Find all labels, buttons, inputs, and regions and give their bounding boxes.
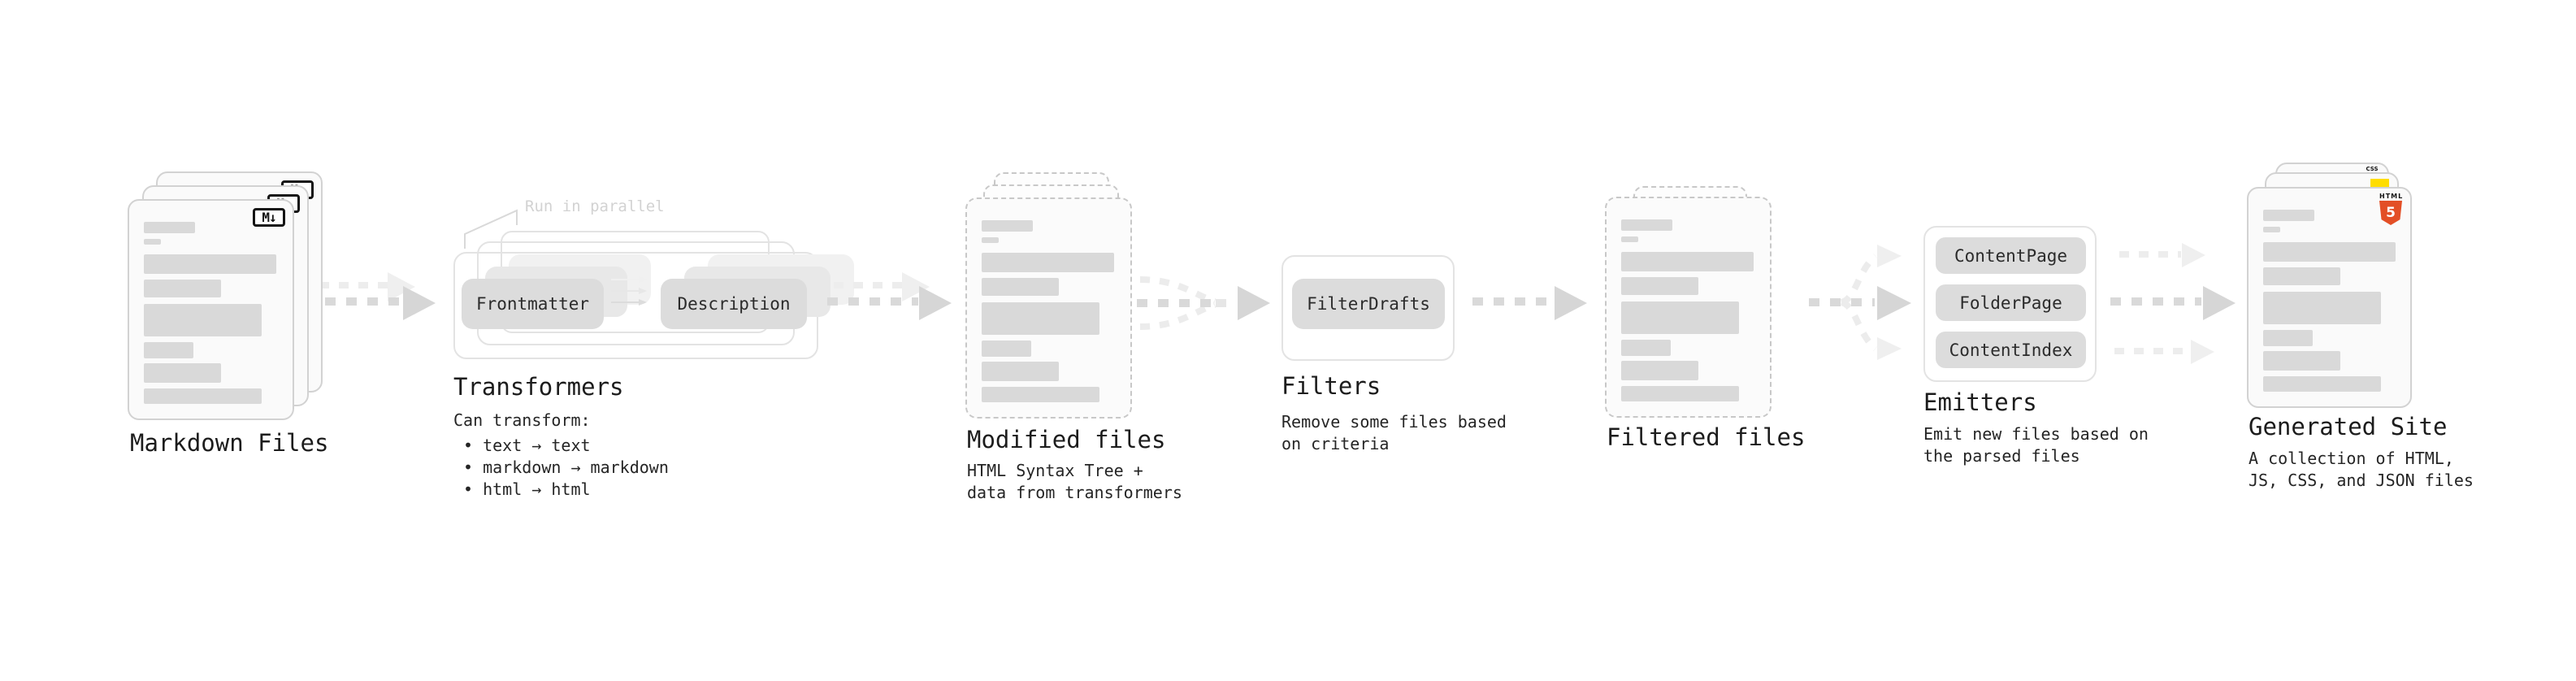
parallel-note-leader-line [464, 209, 518, 249]
doc-line-bar [1621, 277, 1698, 295]
arrowhead-icon [919, 286, 952, 320]
arrowhead-icon [403, 286, 436, 320]
filtered-doc-card [1605, 197, 1772, 418]
doc-line-bar [982, 362, 1059, 381]
dashed-arrow-line-echo [2119, 251, 2181, 258]
arrowhead-icon-echo [2191, 340, 2214, 364]
doc-line-bar [982, 220, 1033, 232]
doc-line-bar [144, 239, 161, 245]
dashed-arrow-line [1472, 297, 1554, 306]
css-badge-text: CSS [2366, 166, 2379, 172]
doc-line-bar [144, 254, 276, 274]
doc-line-bar [982, 253, 1114, 272]
generated-site-note-line: A collection of HTML, [2249, 449, 2454, 468]
generated-site-note: A collection of HTML, JS, CSS, and JSON … [2249, 448, 2474, 492]
doc-line-bar [1621, 301, 1739, 334]
doc-line-bar [2263, 227, 2280, 232]
doc-line-bar [982, 387, 1099, 402]
doc-line-bar [2263, 292, 2381, 324]
doc-line-bar [1621, 252, 1754, 271]
doc-line-bar [2263, 267, 2340, 285]
doc-line-bar [144, 222, 195, 233]
emitter-pill-contentpage: ContentPage [1936, 237, 2086, 274]
filters-note: Remove some files based on criteria [1281, 411, 1507, 455]
emitters-note: Emit new files based on the parsed files [1923, 423, 2149, 467]
modified-files-note-line: HTML Syntax Tree + [967, 461, 1143, 480]
doc-line-bar [2263, 210, 2314, 221]
doc-placeholder-lines [129, 201, 293, 404]
doc-line-bar [1621, 361, 1698, 380]
modified-files-note-line: data from transformers [967, 483, 1182, 502]
transformers-note-bullet: • html → html [463, 479, 591, 499]
run-in-parallel-note: Run in parallel [525, 197, 665, 215]
emitter-pill-contentindex: ContentIndex [1936, 332, 2086, 368]
html5-icon-label: HTML [2379, 193, 2404, 200]
doc-line-bar [982, 340, 1031, 357]
stage-title-filtered-files: Filtered files [1607, 423, 1806, 451]
doc-line-bar [2263, 351, 2340, 371]
stage-title-generated-site: Generated Site [2249, 413, 2448, 440]
transformers-note: Can transform: • text → text • markdown … [453, 410, 669, 501]
doc-line-bar [144, 363, 221, 383]
doc-line-bar [1621, 219, 1672, 231]
doc-line-bar [2263, 376, 2381, 392]
js-badge-icon [2370, 179, 2389, 189]
stage-title-transformers: Transformers [453, 373, 624, 401]
transformer-pill-frontmatter: Frontmatter [462, 279, 604, 329]
doc-line-bar [982, 278, 1059, 296]
transformers-note-bullet: • markdown → markdown [463, 458, 669, 477]
filters-note-line: Remove some files based [1281, 412, 1507, 432]
stage-title-markdown-files: Markdown Files [130, 429, 329, 457]
doc-line-bar [2263, 330, 2313, 346]
dashed-arrow-line-echo [834, 282, 902, 288]
arrowhead-icon [2203, 286, 2236, 320]
doc-line-bar [1621, 386, 1739, 401]
markdown-badge-icon: M↓ [253, 208, 285, 227]
transformers-note-heading: Can transform: [453, 410, 591, 430]
dashed-arrow-line [827, 297, 918, 306]
transformers-note-bullet: • text → text [463, 436, 591, 455]
doc-line-bar [982, 302, 1099, 335]
doc-placeholder-lines [2249, 189, 2410, 392]
html5-icon: HTML 5 [2379, 193, 2402, 225]
modified-doc-card [965, 197, 1132, 419]
stage-title-emitters: Emitters [1923, 388, 2037, 416]
dashed-arrow-line-echo [2114, 348, 2189, 354]
emitters-note-line: the parsed files [1923, 446, 2080, 466]
arrowhead-icon [1555, 286, 1587, 320]
doc-placeholder-lines [967, 199, 1130, 402]
arrowhead-icon-echo [2182, 243, 2205, 267]
fan-out-arrow-icon [1809, 245, 1911, 360]
modified-files-note: HTML Syntax Tree + data from transformer… [967, 460, 1182, 504]
filter-pill-filterdrafts: FilterDrafts [1292, 279, 1445, 329]
doc-line-bar [144, 342, 193, 358]
emitter-pill-folderpage: FolderPage [1936, 284, 2086, 321]
doc-line-bar [2263, 242, 2396, 262]
generated-site-note-line: JS, CSS, and JSON files [2249, 471, 2474, 490]
stage-title-modified-files: Modified files [967, 426, 1166, 453]
doc-line-bar [144, 304, 262, 336]
html5-icon-shield: 5 [2379, 201, 2402, 225]
emitters-note-line: Emit new files based on [1923, 424, 2149, 444]
dashed-arrow-line-echo [319, 282, 388, 288]
parallel-flow-arrows-icon [611, 276, 647, 306]
doc-placeholder-lines [1607, 198, 1770, 401]
doc-line-bar [1621, 340, 1671, 356]
fan-in-arrow-icon [1137, 276, 1270, 330]
doc-line-bar [982, 237, 999, 243]
filters-note-line: on criteria [1281, 434, 1390, 453]
doc-line-bar [144, 388, 262, 404]
doc-line-bar [1621, 236, 1638, 242]
doc-line-bar [144, 280, 221, 297]
transformer-pill-description: Description [661, 279, 807, 329]
generated-doc-card-html: HTML 5 [2247, 187, 2412, 408]
dashed-arrow-line [2110, 297, 2201, 306]
stage-title-filters: Filters [1281, 372, 1381, 400]
dashed-arrow-line [304, 297, 402, 306]
markdown-doc-card-front: M↓ [128, 199, 294, 420]
